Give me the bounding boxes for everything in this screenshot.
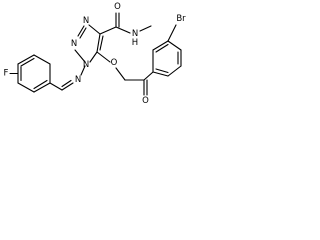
- oxygen-to-ch2-bond: [115, 67, 126, 81]
- carbonyl-to-nh-bond: [115, 26, 131, 34]
- ether-oxygen-label: O: [111, 58, 118, 68]
- bromine-atom-label: Br: [176, 14, 186, 24]
- amide-hydrogen-label: H: [132, 38, 138, 48]
- ring-to-carbonyl-bond: [99, 26, 117, 35]
- ring-to-imine-carbon-bond: [49, 82, 63, 91]
- amide-oxygen-label: O: [114, 2, 121, 12]
- n-methyl-bond: [139, 25, 152, 32]
- bromophenyl-ring: [152, 40, 182, 77]
- amide-nitrogen-label: N: [132, 29, 138, 39]
- triazole-n2-label: N: [71, 39, 77, 49]
- imine-double-bond-inner: [61, 79, 72, 88]
- triazole-n3-label: N: [83, 16, 89, 26]
- n-n-bond: [80, 65, 86, 76]
- c-br-bond: [167, 24, 177, 42]
- fluorine-atom-label: F: [4, 69, 9, 79]
- imine-nitrogen-label: N: [75, 75, 81, 85]
- ring-to-ether-oxygen-bond: [96, 51, 111, 63]
- triazole-n1-label: N: [83, 60, 89, 70]
- triazole-ring: [74, 24, 104, 63]
- fluorophenyl-ring: [17, 54, 51, 93]
- imine-double-bond: [61, 82, 74, 91]
- molecule-diagram: F N N N N O N H O O: [4, 2, 187, 106]
- ketone-oxygen-label: O: [142, 96, 149, 106]
- molecule-canvas: F N N N N O N H O O: [0, 0, 212, 120]
- ketone-to-aryl-bond: [143, 71, 154, 81]
